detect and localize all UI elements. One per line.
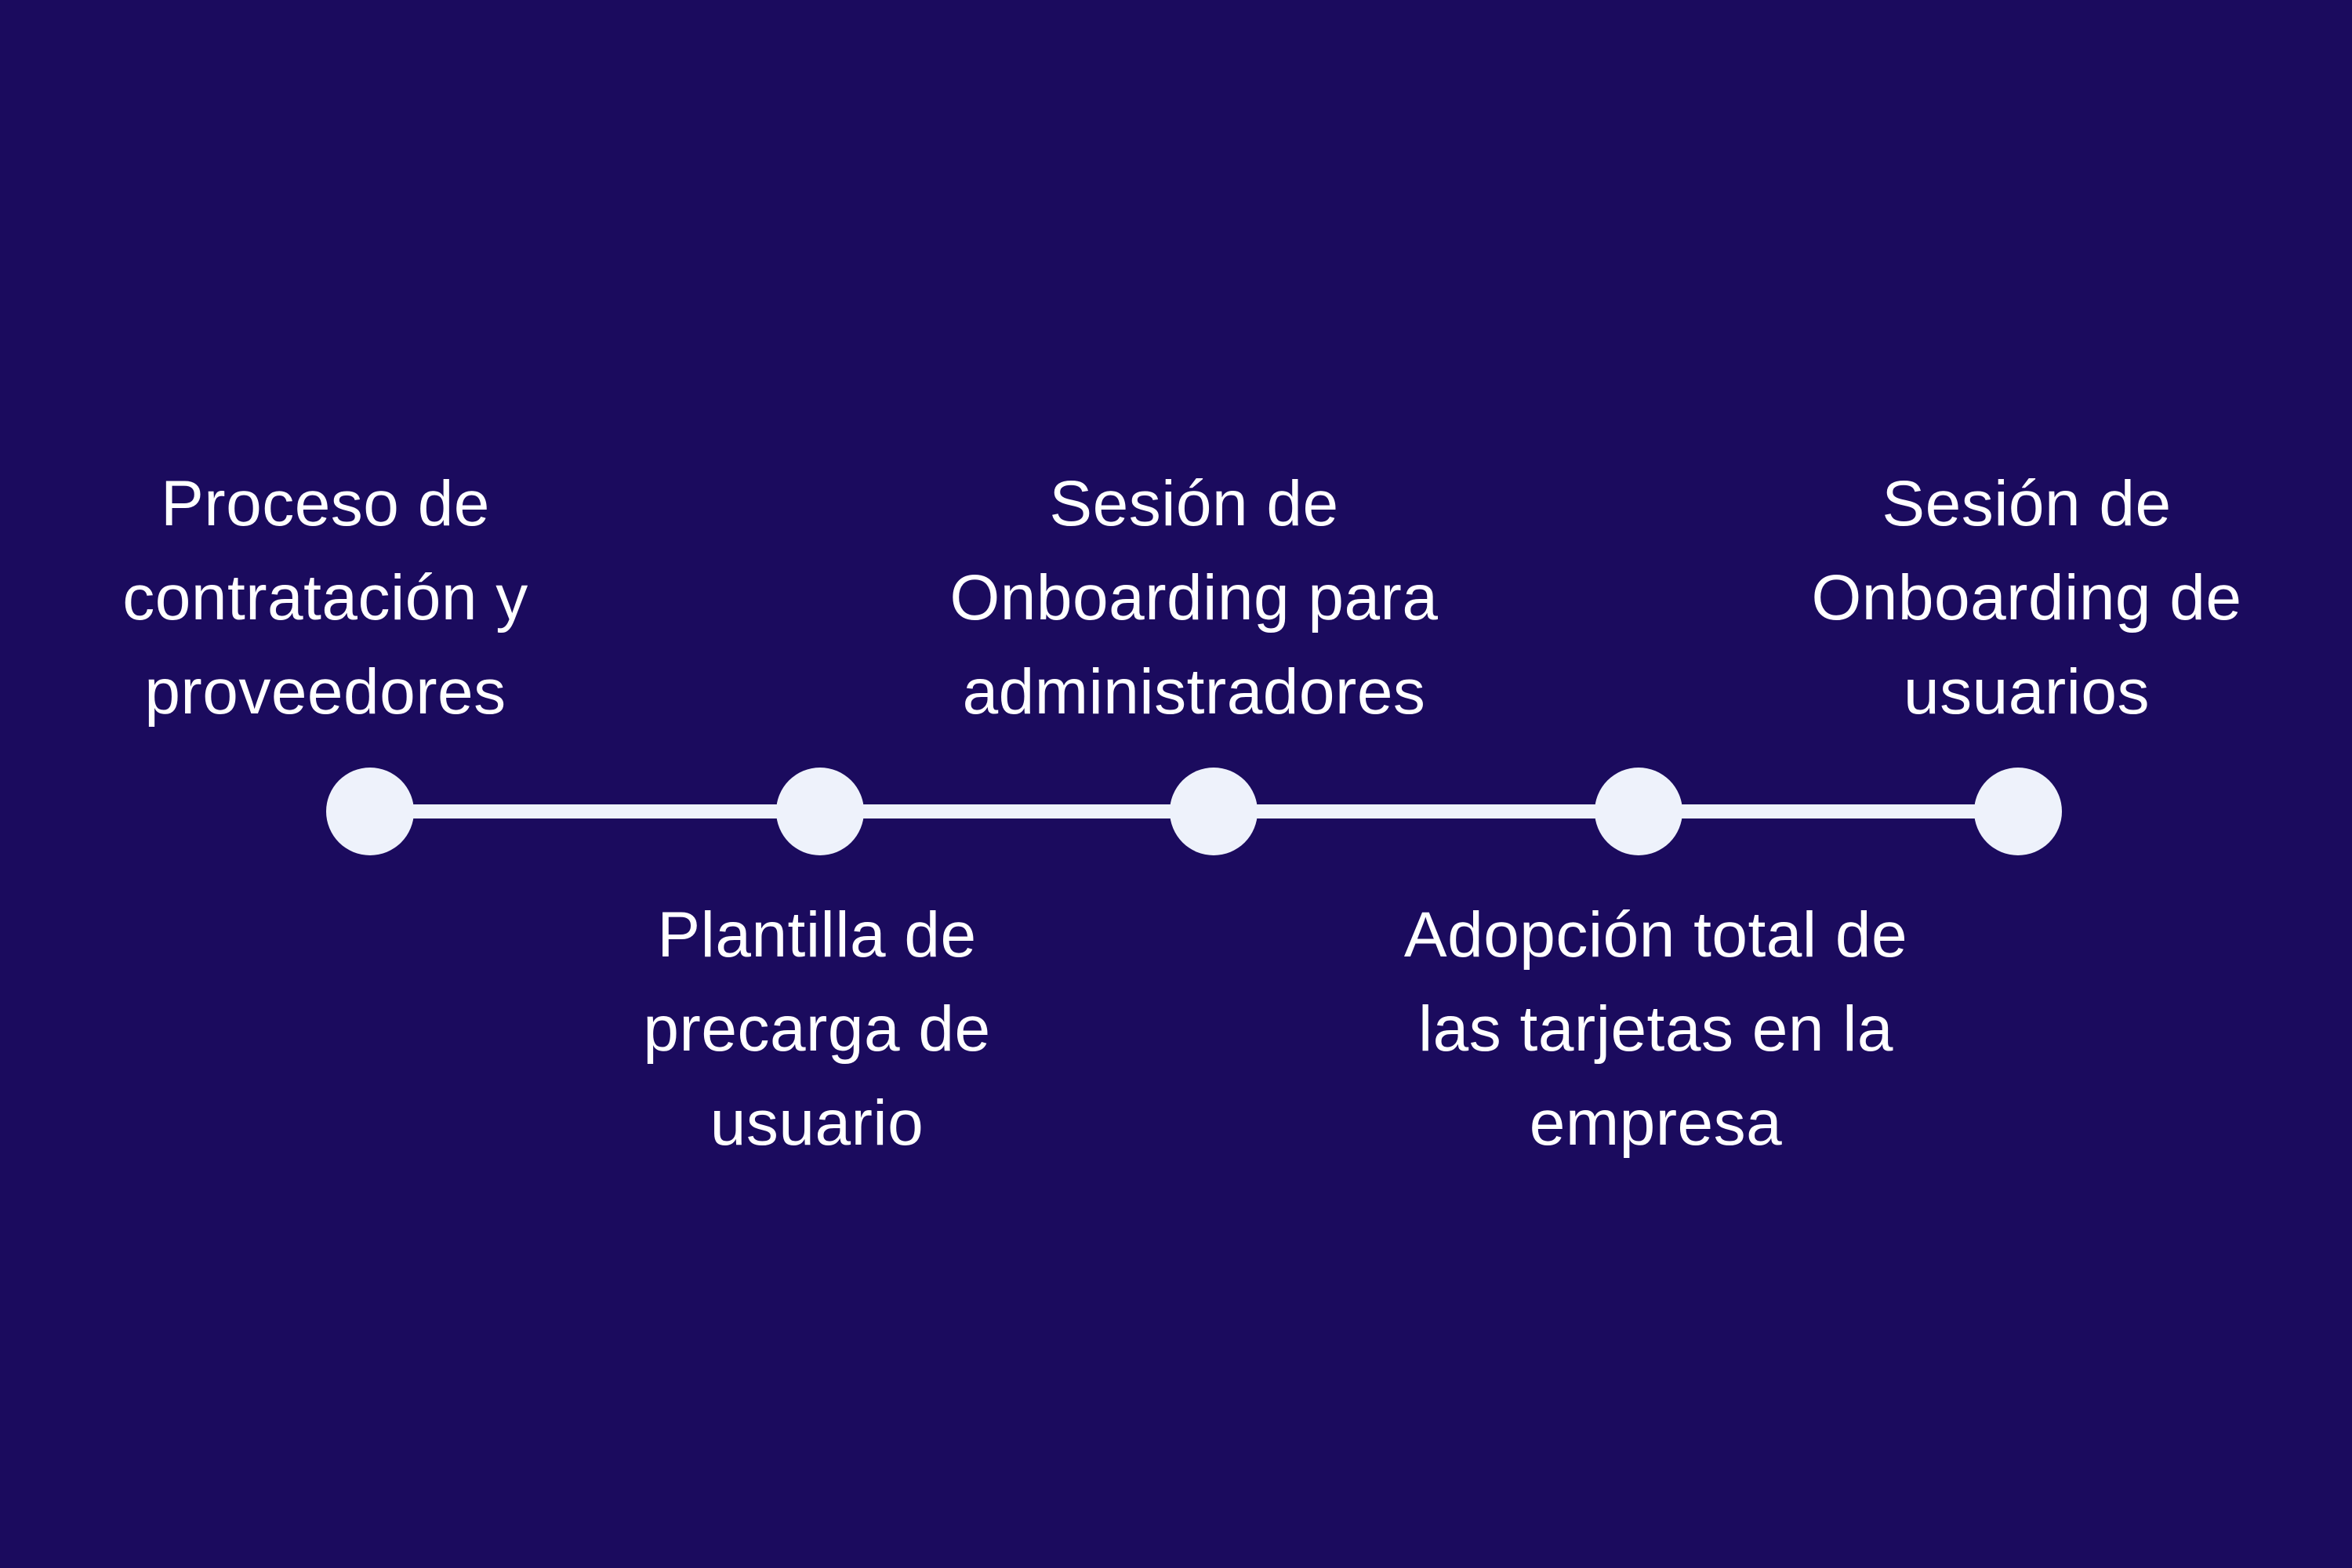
step-label-adopcion-total: Adopción total de las tarjetas en la emp…: [1342, 888, 1969, 1171]
step-label-line: Onboarding de: [1811, 562, 2242, 633]
step-label-line: Proceso de: [161, 468, 490, 539]
step-label-line: las tarjetas en la: [1417, 993, 1894, 1065]
step-label-line: administradores: [962, 656, 1426, 728]
step-label-line: usuario: [710, 1087, 924, 1159]
step-label-line: usuarios: [1904, 656, 2150, 728]
step-label-line: Plantilla de: [657, 899, 977, 971]
step-label-line: Sesión de: [1882, 468, 2172, 539]
timeline-node-4: [1595, 768, 1682, 855]
step-label-onboarding-administradores: Sesión de Onboarding para administradore…: [880, 457, 1508, 739]
timeline-node-3: [1170, 768, 1258, 855]
step-label-line: empresa: [1529, 1087, 1783, 1159]
step-label-plantilla-precarga: Plantilla de precarga de usuario: [503, 888, 1131, 1171]
step-label-line: Onboarding para: [949, 562, 1439, 633]
step-label-line: contratación y: [122, 562, 528, 633]
timeline-node-5: [1974, 768, 2062, 855]
step-label-line: proveedores: [144, 656, 506, 728]
timeline-node-2: [776, 768, 864, 855]
step-label-onboarding-usuarios: Sesión de Onboarding de usuarios: [1713, 457, 2340, 739]
timeline-node-1: [326, 768, 414, 855]
step-label-line: Sesión de: [1049, 468, 1339, 539]
step-label-line: precarga de: [643, 993, 991, 1065]
step-label-line: Adopción total de: [1403, 899, 1908, 971]
step-label-proceso-contratacion: Proceso de contratación y proveedores: [12, 457, 639, 739]
